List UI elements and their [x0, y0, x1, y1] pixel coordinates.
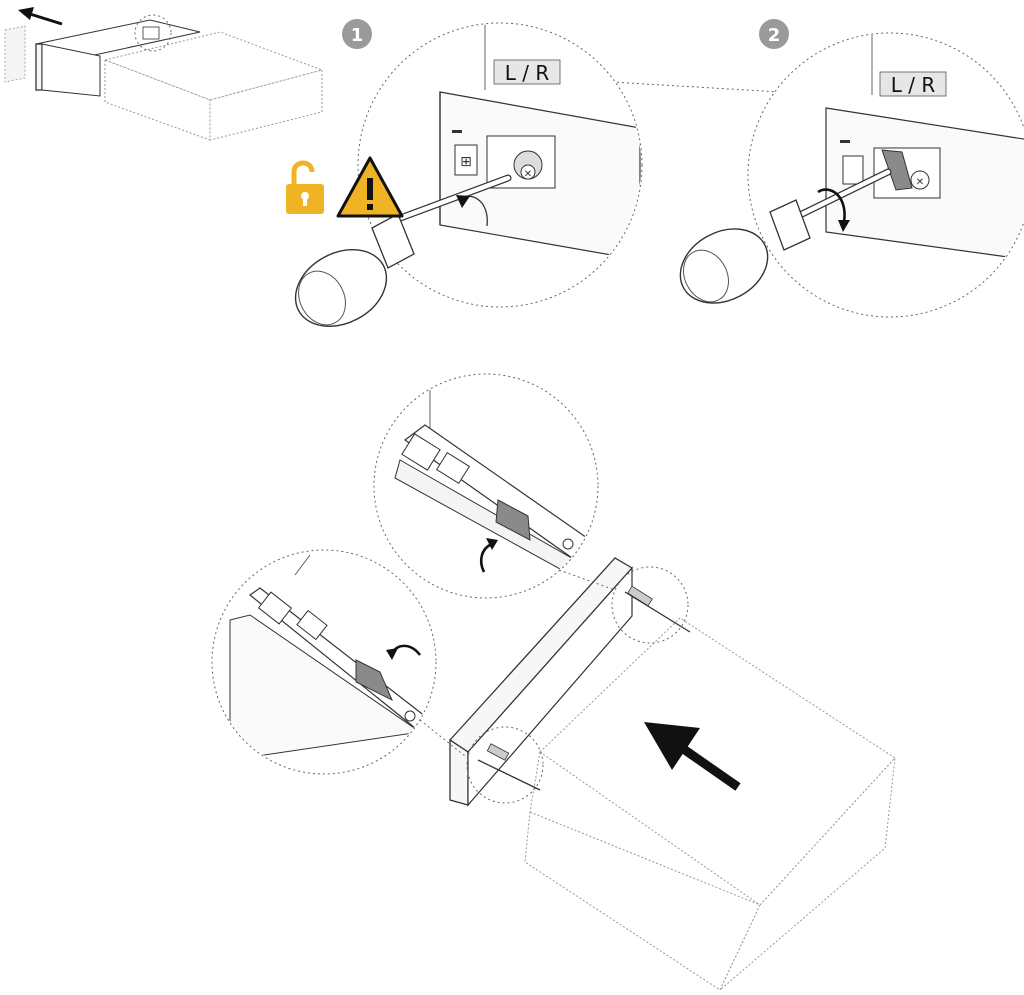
detail-connector-line	[611, 81, 781, 93]
screwdriver-step-1	[294, 174, 512, 327]
connector-rear	[544, 564, 616, 591]
screwdriver-step-2	[679, 168, 892, 304]
detail-circle-step-1: ⊞ ✕ L / R	[357, 22, 643, 308]
step-number-2: 2	[768, 25, 781, 46]
svg-text:⊞: ⊞	[460, 154, 472, 170]
warning-icon	[336, 156, 404, 218]
rotate-arrow-icon-step-2	[817, 188, 846, 223]
step-number-1: 1	[351, 25, 364, 46]
detail-circle-front-clip	[211, 549, 437, 775]
drawer-box	[524, 617, 896, 991]
rotate-arrow-head-icon	[456, 195, 470, 208]
push-arrow-icon	[644, 722, 741, 791]
step-badge-2: 2	[759, 19, 789, 49]
step-badge-1: 1	[342, 19, 372, 49]
zoom-marker-rear	[611, 566, 689, 644]
svg-text:✕: ✕	[524, 169, 532, 180]
detail-circle-rear-clip	[373, 373, 599, 599]
overview-drawer	[4, 14, 324, 141]
side-label-step-1: L / R	[505, 61, 550, 85]
svg-text:✕: ✕	[916, 177, 924, 188]
side-label-step-2: L / R	[891, 73, 936, 97]
drawer-front-panel	[449, 557, 634, 807]
connector-front	[419, 719, 471, 761]
rotate-arrow-head-icon-step-2	[838, 220, 850, 232]
zoom-marker-front	[466, 726, 544, 804]
unlock-icon	[286, 160, 324, 214]
pull-out-arrow-icon	[18, 7, 63, 26]
drawer-runner	[477, 585, 691, 791]
